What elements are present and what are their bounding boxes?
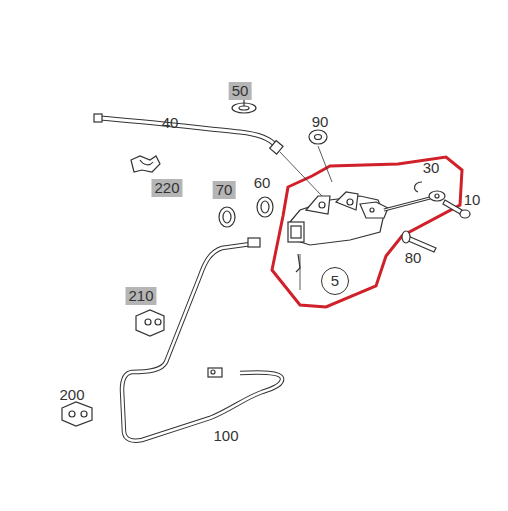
- group-outline: [272, 157, 462, 307]
- callout-number: 100: [211, 427, 240, 445]
- hose-line: [94, 114, 322, 196]
- callout-number: 10: [462, 191, 483, 209]
- callout-number: 40: [160, 114, 181, 132]
- callout-number: 90: [310, 113, 331, 131]
- screw: [232, 100, 256, 113]
- callout-number: 50: [229, 82, 252, 100]
- callout-number: 220: [151, 179, 182, 197]
- pressure-pipe: [122, 238, 282, 441]
- pipe-clip: [131, 156, 160, 172]
- bolt: [402, 231, 436, 252]
- callout-number: 210: [125, 287, 156, 305]
- callout-number: 30: [421, 159, 442, 177]
- callout-number: 5: [331, 272, 339, 290]
- callout-number: 80: [403, 249, 424, 267]
- retaining-clip: [415, 182, 422, 192]
- seal-ring: [257, 197, 273, 217]
- callout-number: 60: [252, 174, 273, 192]
- seal-ring: [219, 207, 235, 227]
- callout-number: 200: [57, 386, 86, 404]
- pipe-clip: [62, 402, 92, 426]
- pipe-clip: [136, 310, 164, 336]
- master-cylinder: [288, 191, 445, 290]
- callout-circle: 5: [321, 267, 349, 295]
- callout-number: 70: [213, 181, 236, 199]
- washer: [309, 130, 332, 182]
